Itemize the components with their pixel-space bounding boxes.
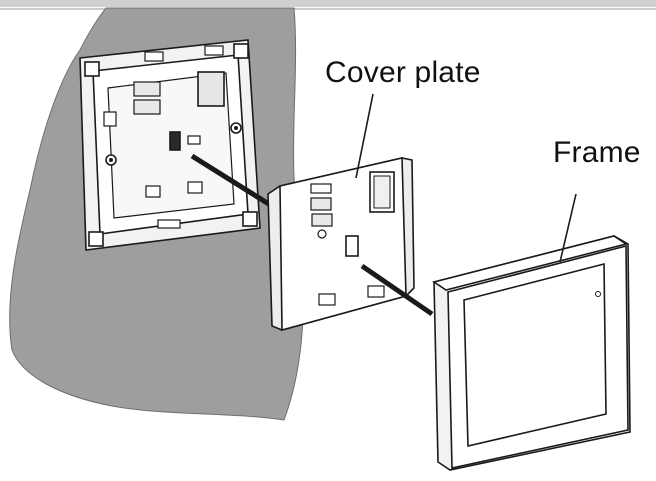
- frame: [432, 235, 631, 471]
- back-box: [79, 39, 261, 251]
- insert-arrow-upper: [190, 153, 274, 209]
- cover-plate-label: Cover plate: [325, 56, 481, 89]
- frame-leader: [559, 193, 577, 263]
- cover-plate-leader: [355, 93, 374, 179]
- insert-arrow-lower: [360, 263, 434, 317]
- cover-plate: [267, 157, 415, 332]
- frame-label: Frame: [553, 136, 641, 169]
- header-strip: [0, 0, 656, 7]
